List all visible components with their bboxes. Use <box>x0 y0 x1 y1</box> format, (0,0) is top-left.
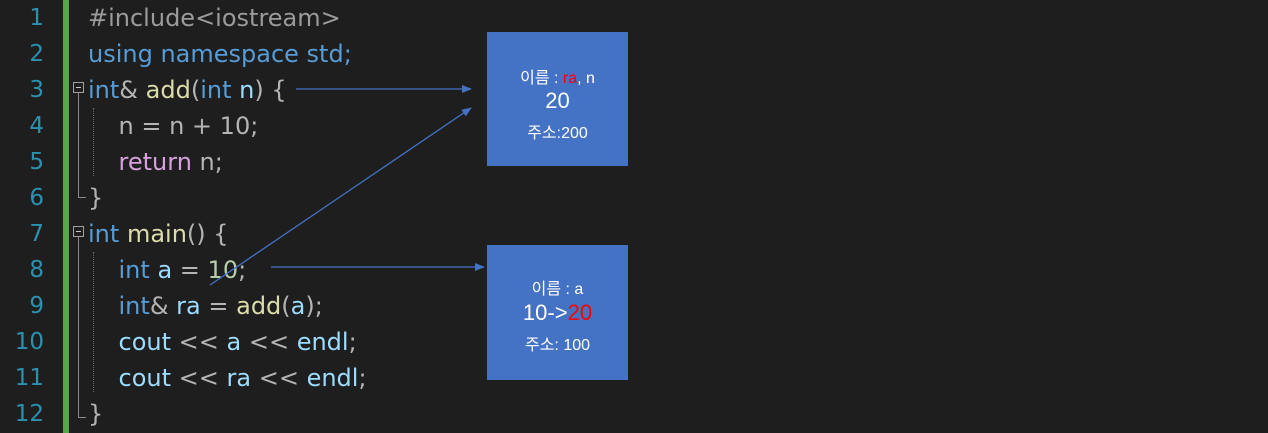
code-token: & <box>149 292 177 320</box>
code-line[interactable]: int& ra = add(a); <box>88 288 323 324</box>
code-token: return <box>118 148 192 176</box>
code-token: << <box>251 364 307 392</box>
code-token: using namespace std; <box>88 40 352 68</box>
code-token: int <box>118 292 150 320</box>
box-var-value: 10->20 <box>487 300 628 326</box>
code-token: << <box>171 328 227 356</box>
indent-guide-main <box>93 252 94 392</box>
code-token: ); <box>305 292 323 320</box>
box-ref-label-prefix: 이름 : <box>520 70 563 87</box>
code-token: } <box>88 184 104 212</box>
code-token <box>88 256 119 284</box>
box-var-name: 이름 : a <box>531 281 584 298</box>
code-line[interactable]: cout << a << endl; <box>88 324 357 360</box>
indent-guide-add <box>93 108 94 176</box>
code-token: ) { <box>254 76 287 104</box>
code-token: = <box>172 256 208 284</box>
code-token: a <box>157 256 173 284</box>
code-line[interactable]: int& add(int n) { <box>88 72 287 108</box>
code-token: int <box>88 76 120 104</box>
box-var-value-red: 20 <box>567 300 593 325</box>
code-line[interactable]: using namespace std; <box>88 36 352 72</box>
code-token: n; <box>191 148 223 176</box>
annotation-box-a: 이름 : a 10->20 주소: 100 <box>487 245 628 380</box>
line-number: 2 <box>29 41 44 67</box>
code-token: ( <box>190 76 201 104</box>
box-ref-value: 20 <box>545 88 570 113</box>
line-number: 3 <box>29 77 44 103</box>
box-var-address: 주소: 100 <box>524 337 591 354</box>
fold-guide-add <box>78 93 79 197</box>
code-token: a <box>290 292 306 320</box>
code-token: a <box>226 328 242 356</box>
code-token: cout <box>118 328 172 356</box>
code-token: endl <box>296 328 349 356</box>
fold-end-main <box>78 417 86 418</box>
code-token <box>88 364 119 392</box>
code-token: () { <box>186 220 229 248</box>
code-token: } <box>88 400 104 428</box>
code-token: add <box>145 76 191 104</box>
change-tracking-bar <box>63 0 69 433</box>
line-number: 4 <box>29 113 44 139</box>
collapse-add-function-icon[interactable] <box>73 82 84 93</box>
line-number: 5 <box>29 149 44 175</box>
line-number: 9 <box>29 293 44 319</box>
box-var-value-prefix: 10-> <box>522 300 568 325</box>
fold-guide-main <box>78 237 79 417</box>
code-token: main <box>126 220 187 248</box>
code-token: ; <box>348 328 357 356</box>
box-ref-name: 이름 : ra, n <box>487 64 628 88</box>
code-token: cout <box>118 364 172 392</box>
code-token: #include<iostream> <box>88 4 341 32</box>
code-token: << <box>241 328 297 356</box>
collapse-main-function-icon[interactable] <box>73 226 84 237</box>
line-number: 10 <box>14 329 44 355</box>
code-token: << <box>171 364 227 392</box>
code-token: ra <box>226 364 252 392</box>
annotation-box-ra-n: 이름 : ra, n 20 주소:200 <box>487 32 628 166</box>
code-token: int <box>118 256 150 284</box>
line-number: 12 <box>14 401 44 427</box>
box-ref-label-red: ra <box>562 70 578 87</box>
code-token <box>88 292 119 320</box>
code-token <box>119 220 127 248</box>
code-token: int <box>200 76 232 104</box>
code-line[interactable]: int main() { <box>88 216 229 252</box>
code-line[interactable]: } <box>88 396 103 432</box>
code-line[interactable]: } <box>88 180 103 216</box>
code-token <box>88 148 119 176</box>
code-line[interactable]: int a = 10; <box>88 252 247 288</box>
box-ref-address: 주소:200 <box>527 125 588 142</box>
code-token: & <box>119 76 146 104</box>
code-token: ; <box>238 256 247 284</box>
code-line[interactable]: return n; <box>88 144 223 180</box>
box-ref-label-suffix: , n <box>577 70 595 87</box>
code-token: n <box>231 76 255 104</box>
line-number: 1 <box>29 5 44 31</box>
fold-end-add <box>78 197 86 198</box>
code-line[interactable]: #include<iostream> <box>88 0 341 36</box>
code-token: add <box>236 292 282 320</box>
code-token: 10 <box>207 256 239 284</box>
code-token: = <box>200 292 237 320</box>
code-token: int <box>88 220 120 248</box>
line-number: 6 <box>29 185 44 211</box>
code-token: n = n + 10; <box>88 112 259 140</box>
line-number: 11 <box>14 365 44 391</box>
line-number: 8 <box>29 257 44 283</box>
code-token: ( <box>281 292 291 320</box>
code-token: ra <box>176 292 201 320</box>
code-line[interactable]: cout << ra << endl; <box>88 360 367 396</box>
code-token: endl <box>306 364 359 392</box>
code-line[interactable]: n = n + 10; <box>88 108 259 144</box>
code-token: ; <box>358 364 367 392</box>
line-number: 7 <box>29 221 44 247</box>
code-token <box>88 328 119 356</box>
